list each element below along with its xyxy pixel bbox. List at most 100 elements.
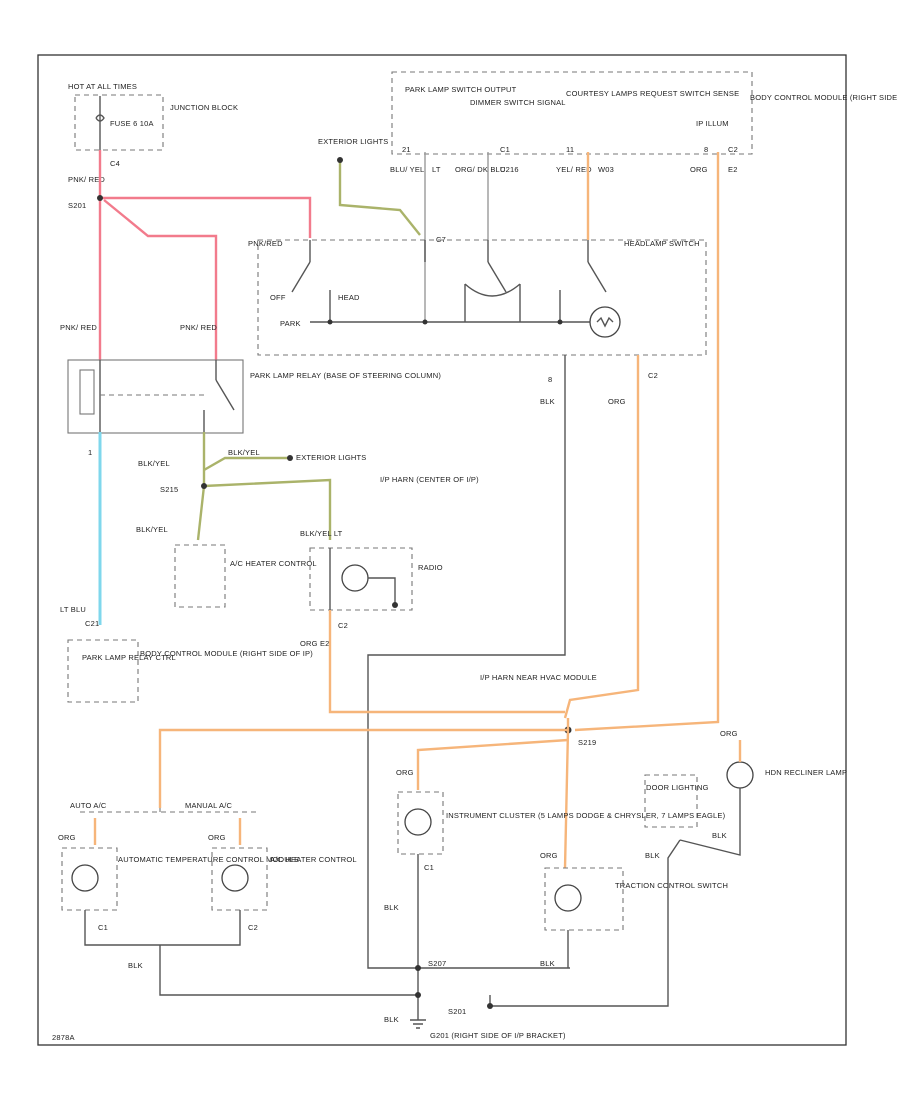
gear-recline-label: HDN RECLINER LAMP bbox=[765, 768, 847, 777]
park-label: PARK bbox=[280, 319, 301, 328]
headlamp-switch-outline bbox=[257, 239, 707, 356]
relay-yellow-radio bbox=[203, 478, 332, 540]
blu-yel-label: BLU/ YEL bbox=[390, 165, 424, 174]
s215-label: S215 bbox=[160, 485, 178, 494]
pin-c2-label: C2 bbox=[728, 145, 738, 154]
blk-yel-lt-label: BLK/YEL LT bbox=[300, 529, 343, 538]
hs-node-1 bbox=[422, 319, 428, 325]
splice-s201 bbox=[97, 195, 103, 201]
exterior-lights-yellow-wire bbox=[338, 160, 421, 236]
fuse-icon bbox=[95, 114, 105, 122]
park-lamp-relay-label: PARK LAMP RELAY (BASE OF STEERING COLUMN… bbox=[250, 371, 441, 380]
lt-label: LT bbox=[432, 165, 441, 174]
pnk-red-top-label: PNK/ RED bbox=[68, 175, 105, 184]
blk-yel-wire-label: BLK/YEL bbox=[228, 448, 260, 457]
body-control-left-outline bbox=[67, 639, 139, 703]
ip-harn-near-label: I/P HARN NEAR HVAC MODULE bbox=[480, 673, 597, 682]
splice-s215 bbox=[201, 483, 207, 489]
hs-node-2 bbox=[557, 319, 563, 325]
exterior-lights-mid-label: EXTERIOR LIGHTS bbox=[296, 453, 367, 462]
ground-node-1 bbox=[415, 992, 421, 998]
lower-ground-wire bbox=[159, 945, 418, 996]
blk-8-label: 8 bbox=[548, 375, 552, 384]
c21-label: C21 bbox=[85, 619, 99, 628]
g201-label: G201 (RIGHT SIDE OF I/P BRACKET) bbox=[430, 1031, 566, 1040]
org-c2-label: C2 bbox=[648, 371, 658, 380]
park-lamp-relay-ctrl-label: PARK LAMP RELAY CTRL bbox=[82, 653, 176, 662]
pin-21-label: 21 bbox=[402, 145, 411, 154]
c1-bot-label: C1 bbox=[98, 923, 108, 932]
atc-lamp-icon bbox=[71, 864, 99, 892]
pin-c1-label: C1 bbox=[500, 145, 510, 154]
org-dk-blu-label: ORG/ DK BLU bbox=[455, 165, 506, 174]
s207-label: S207 bbox=[428, 959, 446, 968]
off-label: OFF bbox=[270, 293, 286, 302]
s219-label: S219 bbox=[578, 738, 596, 747]
instrument-cluster-outline bbox=[397, 791, 444, 855]
hs-switch-1 bbox=[291, 261, 311, 293]
atc-module-label: AUTOMATIC TEMPERATURE CONTROL MODULE bbox=[118, 855, 299, 864]
diagram-frame bbox=[37, 54, 847, 1046]
atc-ahc-ground bbox=[84, 910, 241, 946]
s219-orange-cluster bbox=[416, 738, 569, 790]
blk-cluster-label: BLK bbox=[384, 903, 399, 912]
head-label: HEAD bbox=[338, 293, 360, 302]
recliner-ground-wire bbox=[679, 788, 741, 856]
blk-bot-label: BLK bbox=[128, 961, 143, 970]
s219-orange-left bbox=[158, 728, 568, 808]
org-traction-label: ORG bbox=[540, 851, 558, 860]
c4-label: C4 bbox=[110, 159, 120, 168]
w03-label: W03 bbox=[598, 165, 614, 174]
pnk-red-l-label: PNK/ RED bbox=[60, 323, 97, 332]
hot-at-all-times-label: HOT AT ALL TIMES bbox=[68, 82, 137, 91]
door-lighting-label: DOOR LIGHTING bbox=[646, 783, 709, 792]
pin-8-label: 8 bbox=[704, 145, 708, 154]
door-lighting-outline bbox=[644, 774, 698, 828]
blk-ground-label: BLK bbox=[384, 1015, 399, 1024]
org-label: ORG bbox=[608, 397, 626, 406]
blk-door-label: BLK bbox=[645, 851, 660, 860]
pnk-red-r-label: PNK/ RED bbox=[180, 323, 217, 332]
instrument-cluster-label: INSTRUMENT CLUSTER (5 LAMPS DODGE & CHRY… bbox=[446, 811, 726, 820]
ac-heater-control-bot-label: A/C HEATER CONTROL bbox=[270, 855, 357, 864]
traction-control-outline bbox=[544, 867, 624, 931]
ahc-lamp-icon bbox=[221, 864, 249, 892]
org-right-label: ORG bbox=[720, 729, 738, 738]
headlamp-switch-filament-icon bbox=[596, 316, 614, 328]
ac-heater-control-top-outline bbox=[174, 544, 226, 608]
ac-heater-control-top-label: A/C HEATER CONTROL bbox=[230, 559, 317, 568]
ground-symbol-icon bbox=[410, 1019, 426, 1029]
org-cluster-label: ORG bbox=[396, 768, 414, 777]
radio-ground-node bbox=[392, 602, 398, 608]
org-left-label: ORG bbox=[58, 833, 76, 842]
door-ground-wire bbox=[489, 839, 681, 1007]
s201-label: S201 bbox=[68, 201, 86, 210]
pin-11-label: 11 bbox=[566, 145, 574, 154]
ip-harn-label: I/P HARN (CENTER OF I/P) bbox=[380, 475, 479, 484]
lt-blu-label: LT BLU bbox=[60, 605, 86, 614]
org-e2-label: ORG bbox=[690, 165, 708, 174]
ground-node-2 bbox=[487, 1003, 493, 1009]
org-mid-label: ORG bbox=[208, 833, 226, 842]
body-control-top-label: BODY CONTROL MODULE (RIGHT SIDE OF IP) bbox=[750, 93, 900, 102]
org-e2-radio-label: ORG E2 bbox=[300, 639, 330, 648]
courtesy-lamps-label: COURTESY LAMPS REQUEST SWITCH SENSE bbox=[566, 89, 739, 98]
hs-switch-3 bbox=[587, 261, 607, 293]
blk-label: BLK bbox=[540, 397, 555, 406]
pink-wire-relay bbox=[103, 199, 218, 360]
c2-radio-label: C2 bbox=[338, 621, 348, 630]
pink-wire-headlamp bbox=[100, 196, 312, 238]
relay-yellow-ext bbox=[203, 456, 290, 472]
c7-label: C7 bbox=[436, 235, 446, 244]
headlamp-orange-out bbox=[563, 355, 640, 719]
c1-cluster-label: C1 bbox=[424, 863, 434, 872]
splice-s207 bbox=[415, 965, 421, 971]
headlamp-ground-wire bbox=[367, 355, 570, 969]
s201-ground-label: S201 bbox=[448, 1007, 466, 1016]
exterior-lights-mid-connector bbox=[287, 455, 293, 461]
hs-switch-2 bbox=[487, 261, 507, 293]
cluster-lamp-icon bbox=[404, 808, 432, 836]
headlamp-switch-lamp-icon bbox=[589, 306, 621, 338]
